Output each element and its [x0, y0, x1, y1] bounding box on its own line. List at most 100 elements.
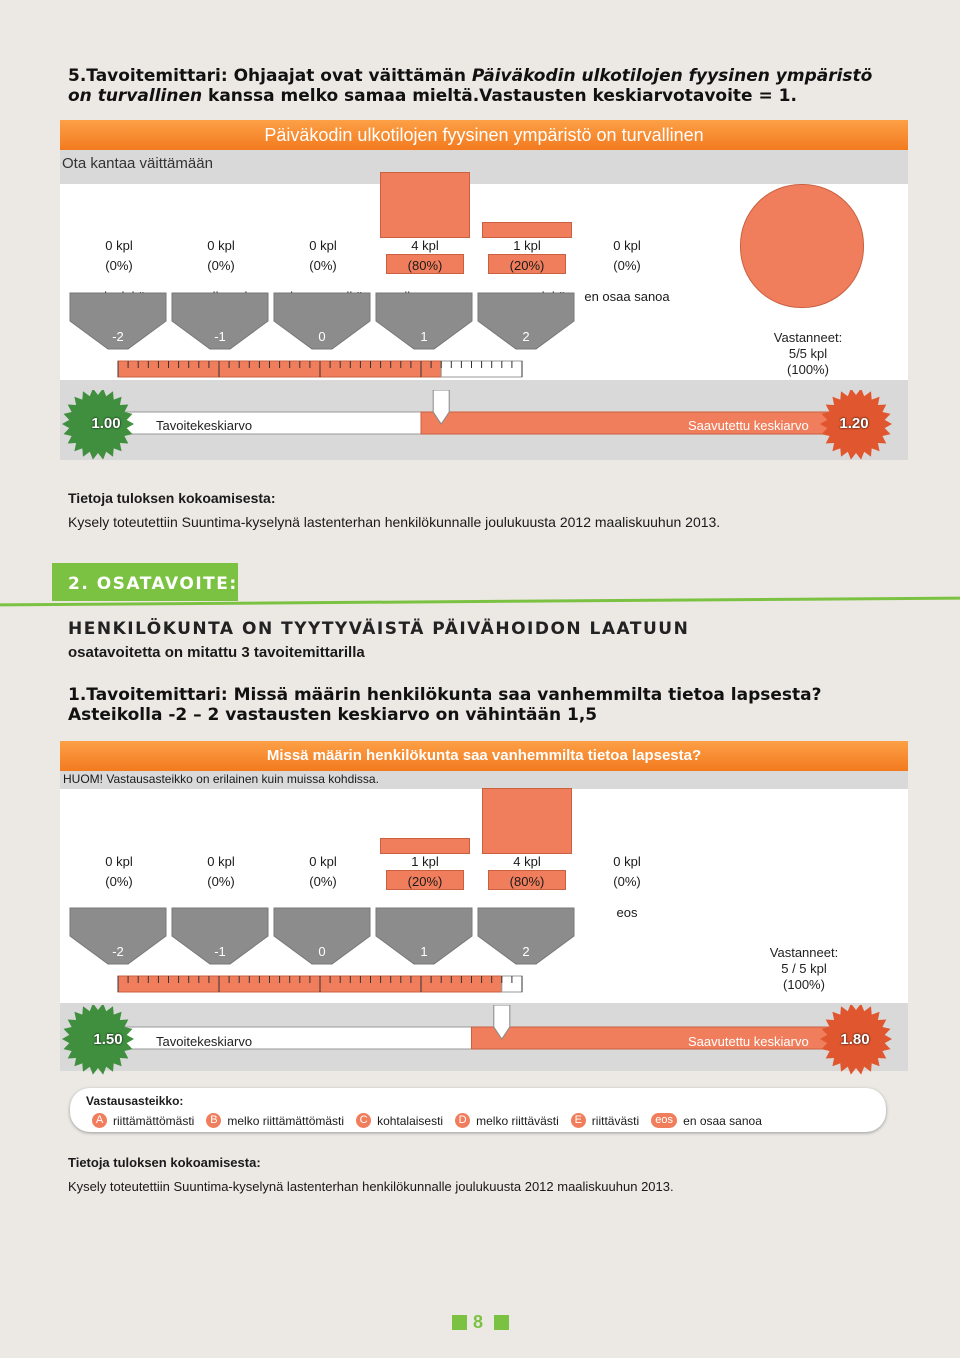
target-average-label-2: Tavoitekeskiarvo: [156, 1034, 253, 1049]
page-square-right: [494, 1315, 509, 1330]
legend-key: eos: [651, 1113, 678, 1129]
answer-count: 0 kpl: [207, 238, 235, 253]
result-panel-2: [60, 741, 908, 1071]
scale-number: -1: [214, 329, 226, 344]
percent-highlight: [488, 870, 566, 890]
legend-value: melko riittävästi: [476, 1113, 559, 1128]
scale-funnel: [375, 292, 473, 350]
achieved-marker: [493, 1005, 511, 1040]
answer-bar: [482, 222, 572, 238]
info-title-2: Tietoja tuloksen kokoamisesta:: [68, 1155, 261, 1170]
percent-highlight: [488, 254, 566, 274]
info-text-1: Kysely toteutettiin Suuntima-kyselynä la…: [68, 514, 721, 530]
achieved-average-value-2: 1.80: [840, 1031, 870, 1048]
answer-percent: (0%): [207, 874, 235, 889]
target-badge: [62, 1005, 134, 1075]
scale-funnel: [273, 292, 371, 350]
target-average-value-2: 1.50: [93, 1031, 123, 1048]
achieved-badge: [820, 390, 892, 460]
scale-number: -2: [112, 944, 124, 959]
info-text-2: Kysely toteutettiin Suuntima-kyselynä la…: [68, 1179, 674, 1194]
scale-number: 1: [420, 944, 427, 959]
section-tab: 2. OSATAVOITE:: [52, 563, 238, 601]
page-number: 8: [452, 1312, 510, 1333]
legend-value: kohtalaisesti: [377, 1113, 444, 1128]
scale-funnel: [69, 907, 167, 965]
answer-count: 1 kpl: [513, 238, 541, 253]
legend-key: E: [570, 1113, 586, 1129]
info-title-1: Tietoja tuloksen kokoamisesta:: [68, 490, 276, 506]
answer-percent: (80%): [509, 874, 545, 889]
answer-percent: (80%): [407, 258, 443, 273]
scale-number: 1: [420, 329, 427, 344]
legend-value: riittävästi: [591, 1113, 640, 1128]
answer-count: 0 kpl: [207, 854, 235, 869]
legend-value: melko riittämättömästi: [227, 1113, 345, 1128]
average-comparison-1: [62, 390, 892, 460]
scale-funnel: [477, 292, 575, 350]
average-comparison-2: [62, 1005, 892, 1075]
answer-percent: (0%): [105, 258, 133, 273]
answer-count: 4 kpl: [411, 238, 439, 253]
answer-label: eos: [616, 905, 638, 920]
achieved-average-label-2: Saavutettu keskiarvo: [688, 1034, 809, 1049]
answer-percent: (20%): [509, 258, 545, 273]
achieved-average-label-1: Saavutettu keskiarvo: [688, 418, 809, 433]
section-title: HENKILÖKUNTA ON TYYTYVÄISTÄ PÄIVÄHOIDON …: [68, 619, 690, 639]
answer-count: 0 kpl: [105, 238, 133, 253]
answer-percent: (0%): [105, 874, 133, 889]
answer-percent: (0%): [309, 874, 337, 889]
question-bar-1: Päiväkodin ulkotilojen fyysinen ympärist…: [60, 120, 908, 150]
target-average-label-1: Tavoitekeskiarvo: [156, 418, 253, 433]
legend-value: riittämättömästi: [113, 1113, 195, 1128]
scale-funnel: [477, 907, 575, 965]
answer-count: 0 kpl: [309, 854, 337, 869]
scale-funnel: [171, 292, 269, 350]
legend-key: B: [206, 1113, 222, 1129]
answer-count: 0 kpl: [309, 238, 337, 253]
legend-key: C: [356, 1113, 372, 1129]
answer-count: 0 kpl: [613, 238, 641, 253]
answer-label-line: en osaa sanoa: [584, 289, 670, 304]
scale-note: HUOM! Vastausasteikko on erilainen kuin …: [63, 772, 379, 786]
answer-percent: (0%): [309, 258, 337, 273]
answer-bar: [380, 838, 470, 854]
scale-number: -1: [214, 944, 226, 959]
achieved-marker: [432, 390, 450, 425]
question-bar-2: Missä määrin henkilökunta saa vanhemmilt…: [60, 741, 908, 771]
respondents-info-2: Vastanneet: 5 / 5 kpl (100%): [769, 945, 839, 992]
percent-highlight: [386, 254, 464, 274]
answer-percent: (0%): [613, 874, 641, 889]
scale-number: 2: [522, 944, 529, 959]
target-average-value-1: 1.00: [91, 415, 121, 432]
scale-number: 0: [318, 944, 325, 959]
answer-percent: (0%): [613, 258, 641, 273]
legend-key: A: [92, 1113, 107, 1129]
page-square-left: [452, 1315, 467, 1330]
answer-count: 1 kpl: [411, 854, 439, 869]
target-badge: [62, 390, 134, 460]
achieved-average-value-1: 1.20: [839, 415, 869, 432]
answer-bar: [380, 172, 470, 238]
answer-count: 4 kpl: [513, 854, 541, 869]
scale-funnel: [273, 907, 371, 965]
answer-percent: (20%): [407, 874, 443, 889]
answer-count: 0 kpl: [105, 854, 133, 869]
response-scale-2: -2 -1 0 1 2: [69, 907, 575, 993]
section-subtitle: osatavoitetta on mitattu 3 tavoitemittar…: [68, 644, 365, 661]
legend-key: D: [455, 1113, 471, 1129]
respondents-info-1: Vastanneet: 5/5 kpl (100%): [773, 330, 843, 377]
prompt-text: Ota kantaa väittämään: [62, 155, 213, 172]
tavoitemittari-heading-2: 1.Tavoitemittari: Missä määrin henkilöku…: [68, 685, 822, 725]
scale-number: -2: [112, 329, 124, 344]
respondents-circle-1: [740, 184, 864, 308]
percent-highlight: [386, 870, 464, 890]
scale-funnel: [171, 907, 269, 965]
achieved-badge: [820, 1005, 892, 1075]
legend-value: en osaa sanoa: [683, 1113, 762, 1128]
answer-label: en osaa sanoa: [578, 289, 676, 305]
answer-percent: (0%): [207, 258, 235, 273]
answer-bar: [482, 788, 572, 854]
